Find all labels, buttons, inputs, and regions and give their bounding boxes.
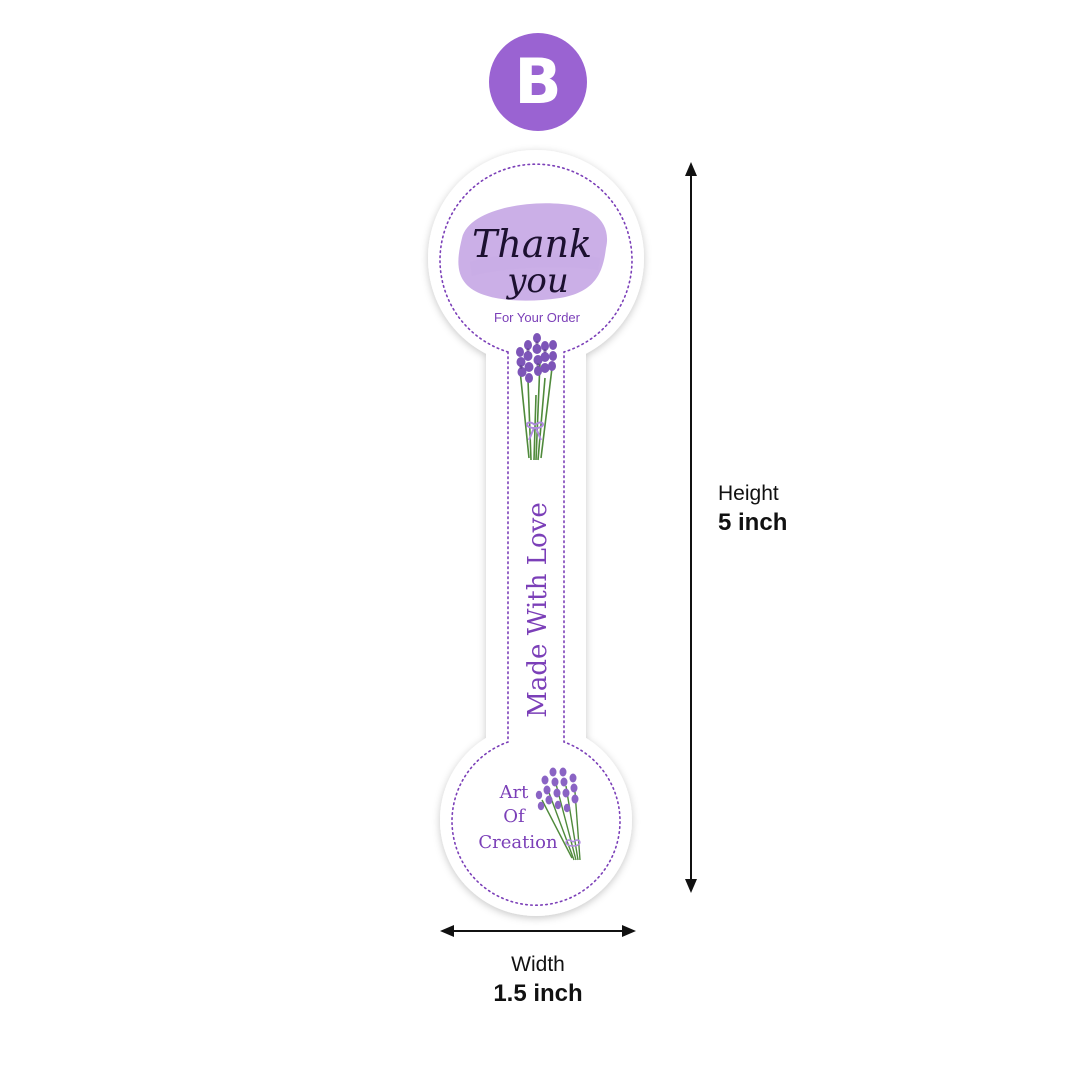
brush-stroke xyxy=(458,203,608,301)
width-dimension-arrow xyxy=(440,925,636,937)
brand-line-creation: Creation xyxy=(478,832,558,853)
you-text: you xyxy=(505,261,569,301)
height-caption: Height xyxy=(718,482,779,505)
width-label: Width 1.5 inch xyxy=(440,951,636,1009)
lavender-sprig-icon xyxy=(535,767,581,861)
made-with-love-text: Made With Love xyxy=(523,502,553,717)
order-text: For Your Order xyxy=(494,310,581,325)
lavender-bouquet-icon xyxy=(516,333,557,461)
width-caption: Width xyxy=(511,953,565,976)
brand-line-art: Art xyxy=(499,782,530,803)
height-label: Height 5 inch xyxy=(718,480,787,538)
variant-badge: B xyxy=(489,33,587,131)
brand-line-of: Of xyxy=(503,806,526,827)
sticker-dotted-border xyxy=(439,163,633,906)
thank-text: Thank xyxy=(472,222,592,266)
height-value: 5 inch xyxy=(718,509,788,537)
height-dimension-arrow xyxy=(685,162,697,893)
width-value: 1.5 inch xyxy=(493,980,583,1008)
variant-letter: B xyxy=(514,45,562,118)
